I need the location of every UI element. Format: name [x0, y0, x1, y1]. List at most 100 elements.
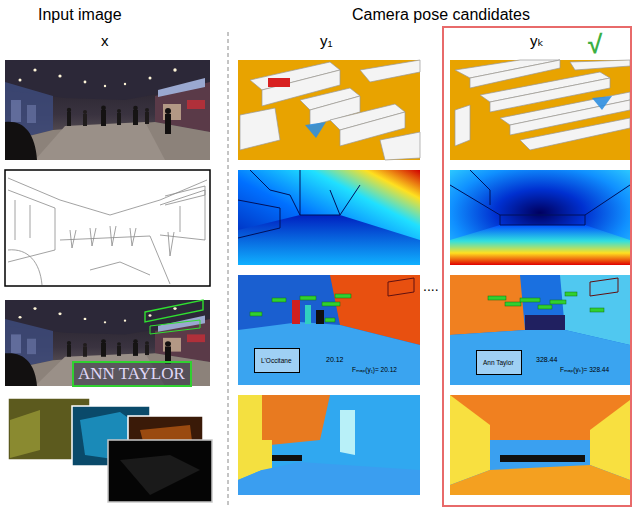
illustration-rect — [292, 300, 300, 324]
illustration-rect — [450, 60, 630, 160]
illustration-polyline — [330, 185, 360, 215]
illustration-polygon — [238, 322, 420, 385]
illustration-rect — [300, 296, 316, 300]
illustration-polyline — [110, 226, 116, 246]
illustration-polygon — [238, 395, 262, 480]
illustration-polyline — [130, 228, 136, 246]
map-text-box: L'Occitane — [254, 348, 300, 373]
illustration-polygon — [340, 410, 355, 455]
illustration-polygon — [145, 300, 203, 322]
illustration-rect — [108, 440, 212, 502]
illustration-rect — [525, 315, 565, 330]
illustration-g — [488, 292, 604, 312]
illustration-g — [5, 300, 210, 386]
illustration-rect — [238, 170, 420, 265]
illustration-g — [238, 170, 360, 238]
illustration-rect — [488, 296, 506, 300]
illustration-polygon — [10, 410, 40, 458]
illustration-rect — [238, 60, 420, 160]
illustration-polygon — [120, 455, 200, 495]
illustration-rect — [538, 305, 552, 309]
illustration-polyline — [90, 262, 150, 275]
illustration-polygon — [450, 465, 630, 495]
illustration-polyline — [160, 190, 205, 240]
ellipsis: .... — [423, 278, 439, 294]
illustration-polyline — [70, 230, 76, 248]
illustration-rect — [335, 294, 351, 298]
illustration-polyline — [180, 206, 181, 232]
illustration-polyline — [168, 232, 174, 256]
illustration-use — [5, 300, 210, 386]
illustration-polyline — [500, 225, 585, 226]
illustration-polyline — [8, 178, 207, 215]
illustration-rect — [565, 292, 577, 296]
score-value: 328.44 — [536, 356, 557, 364]
illustration-polyline — [300, 215, 340, 216]
illustration-rect — [505, 302, 521, 306]
illustration-g — [250, 294, 351, 322]
illustration-rect — [272, 455, 302, 461]
illustration-polyline — [470, 170, 490, 205]
illustration-rect — [250, 312, 262, 316]
illustration-polygon — [592, 96, 612, 110]
illustration-polyline — [500, 215, 585, 216]
illustration-rect — [268, 78, 290, 87]
illustration-rect — [450, 395, 630, 495]
illustration-polyline — [290, 170, 300, 215]
illustration-rect — [322, 302, 340, 306]
illustration-rect — [5, 170, 210, 286]
illustration-line — [228, 32, 229, 506]
illustration-rect — [238, 275, 420, 385]
illustration-polygon — [520, 118, 630, 150]
illustration-polygon — [388, 278, 414, 296]
illustration-polygon — [570, 60, 630, 70]
illustration-g — [8, 178, 207, 285]
score-formula: Fₘₐₚ(y₁)= 20.12 — [352, 366, 397, 373]
column-heading: Input image — [38, 6, 122, 24]
illustration-rect — [450, 170, 630, 265]
illustration-polyline — [90, 228, 96, 246]
illustration-g — [240, 60, 420, 160]
illustration-polyline — [238, 200, 280, 238]
check-mark: √ — [588, 30, 602, 60]
illustration-rect — [305, 305, 311, 324]
variable-name: x — [101, 32, 109, 49]
illustration-polygon — [380, 132, 420, 160]
illustration-polygon — [455, 105, 470, 146]
illustration-use — [5, 60, 210, 160]
column-heading: Camera pose candidates — [352, 6, 530, 24]
illustration-polygon — [590, 278, 618, 296]
node-text: Ann Taylor — [483, 359, 515, 366]
node-text: L'Occitane — [261, 357, 293, 364]
illustration-polygon — [238, 462, 420, 495]
selected-candidate-panel: yₖAnn Taylor — [442, 26, 632, 507]
score-value: 20.12 — [326, 356, 344, 364]
illustration-rect — [500, 455, 585, 462]
illustration-polygon — [240, 108, 280, 150]
illustration-rect — [272, 298, 286, 302]
illustration-rect — [450, 275, 630, 385]
illustration-polyline — [165, 186, 205, 205]
illustration-rect — [262, 440, 272, 470]
illustration-rect — [316, 310, 324, 324]
node-text: ANN TAYLOR — [78, 364, 186, 384]
illustration-g — [450, 170, 630, 225]
illustration-path — [8, 250, 42, 285]
variable-name: y₁ — [320, 32, 333, 49]
illustration-polyline — [30, 205, 31, 238]
illustration-polygon — [450, 330, 630, 385]
illustration-polyline — [8, 190, 55, 262]
illustration-polygon — [238, 215, 420, 265]
illustration-polygon — [450, 275, 525, 335]
illustration-polyline — [250, 170, 290, 195]
illustration-polygon — [150, 320, 200, 334]
illustration-rect — [590, 308, 604, 312]
illustration-rect — [238, 395, 420, 495]
score-formula: Fₘₐₚ(yₖ)= 328.44 — [560, 366, 609, 373]
illustration-rect — [550, 300, 566, 304]
illustration-polygon — [450, 395, 490, 485]
illustration-polyline — [585, 185, 630, 225]
illustration-polyline — [450, 185, 500, 225]
